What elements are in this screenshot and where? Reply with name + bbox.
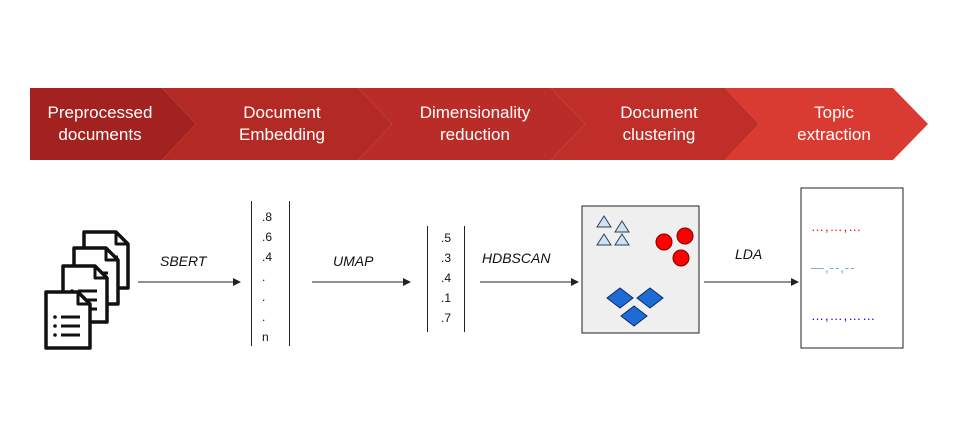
topic-panel	[800, 187, 904, 349]
circle-cluster	[655, 227, 694, 267]
embedding-vector-entry: .4	[262, 250, 273, 264]
embedding-vector-entry: .	[262, 310, 266, 324]
label-umap: UMAP	[333, 253, 374, 269]
embedding-vector-entry: .8	[262, 210, 273, 224]
label-sbert: SBERT	[160, 253, 207, 269]
embedding-vector-entry: .6	[262, 230, 273, 244]
vector-bracket-right	[289, 201, 290, 346]
chevron-topic	[725, 88, 928, 160]
topic-line-blue: …,…,……	[811, 308, 877, 323]
topic-line-red: …,…,…	[811, 219, 863, 234]
embedding-vector-entry: n	[262, 330, 269, 344]
step-document-clustering: Document clustering	[620, 103, 698, 144]
vector-bracket-left	[251, 201, 252, 346]
embedding-vector-entry: .	[262, 270, 266, 284]
embedding-vector-entry: .	[262, 290, 266, 304]
reduced-bracket-left	[427, 226, 428, 332]
chevron-embedding	[162, 88, 392, 160]
reduced-vector-entry: .7	[441, 311, 452, 325]
document-stack-icon	[44, 230, 130, 350]
step-document-embedding: Document Embedding	[238, 103, 325, 144]
reduced-vector-entry: .1	[441, 291, 452, 305]
triangle-cluster	[596, 215, 630, 246]
reduced-bracket-right	[464, 226, 465, 332]
embedding-vector: .8 .6 .4... n	[262, 207, 272, 347]
topic-line-lightblue: —,--,--	[811, 260, 856, 275]
label-hdbscan: HDBSCAN	[482, 250, 551, 266]
reduced-vector-entry: .3	[441, 251, 452, 265]
diamond-cluster	[606, 287, 664, 327]
chevron-clustering	[551, 88, 759, 160]
chevron-preprocessed	[30, 88, 196, 160]
step-dimensionality-reduction: Dimensionality reduction	[419, 103, 531, 144]
step-preprocessed-documents: Preprocessed documents	[47, 103, 153, 144]
reduced-vector-entry: .4	[441, 271, 452, 285]
step-topic-extraction: Topic extraction	[797, 103, 871, 144]
label-lda: LDA	[735, 246, 763, 262]
reduced-vector-entry: .5	[441, 231, 452, 245]
chevron-reduction	[358, 88, 585, 160]
cluster-plot	[581, 205, 700, 334]
reduced-vector: .5 .3 .4 .1 .7	[441, 228, 451, 328]
